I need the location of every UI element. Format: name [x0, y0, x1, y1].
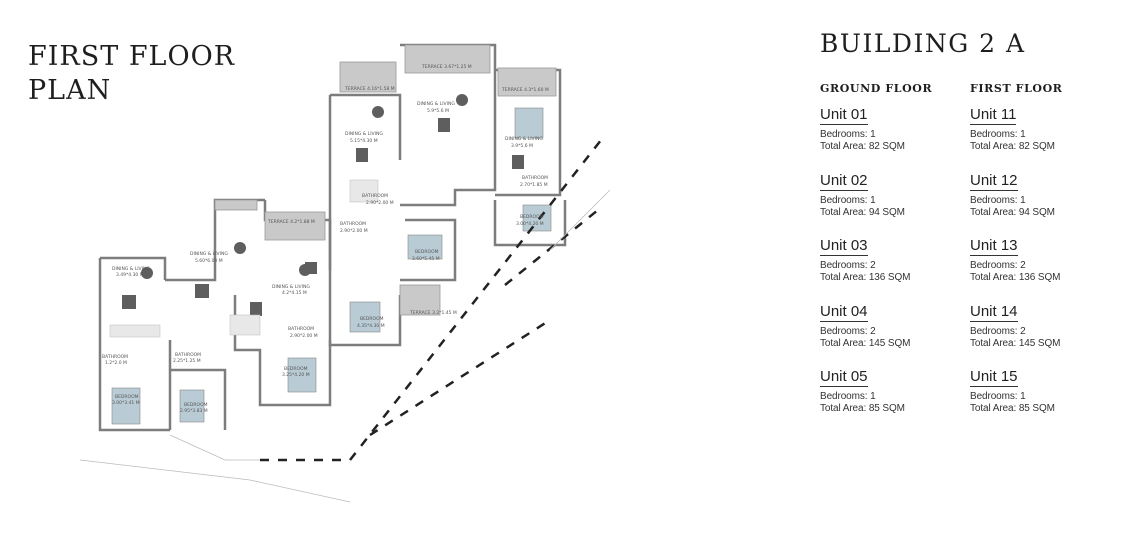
- plan-terraces: [214, 44, 557, 316]
- plan-thin-lines: [79, 189, 611, 503]
- unit-name: Unit 11: [970, 106, 1017, 125]
- plan-labels: TERRACE 4.16*1.58 M TERRACE 3.67*1.25 M …: [102, 64, 549, 414]
- room-label: BEDROOM: [415, 249, 439, 255]
- room-label: BATHROOM: [522, 175, 548, 181]
- room-label: DINING & LIVING: [272, 284, 310, 290]
- unit-card: Unit 04 Bedrooms: 2 Total Area: 145 SQM: [820, 303, 960, 369]
- room-label: BATHROOM: [102, 354, 128, 360]
- room-label: 2.90*2.00 M: [340, 228, 368, 234]
- room-label: DINING & LIVING: [190, 251, 228, 257]
- unit-name: Unit 04: [820, 302, 868, 322]
- unit-name: Unit 01: [820, 106, 868, 125]
- unit-bedrooms: Bedrooms: 2: [970, 325, 1026, 337]
- room-label: 3.60*5.45 M: [412, 256, 440, 262]
- unit-bedrooms: Bedrooms: 1: [820, 129, 876, 140]
- unit-name: Unit 13: [970, 237, 1018, 256]
- room-label: BATHROOM: [288, 326, 314, 332]
- room-label: 4.2*4.15 M: [282, 290, 307, 296]
- room-label: 5.60*6.00 M: [195, 258, 223, 264]
- room-label: TERRACE 4.16*1.58 M: [344, 86, 395, 92]
- room-label: 3.9*5.6 M: [511, 143, 533, 149]
- plan-furniture: [122, 94, 531, 316]
- room-label: DINING & LIVING: [112, 266, 150, 272]
- unit-name: Unit 14: [970, 302, 1018, 322]
- unit-card: Unit 03 Bedrooms: 2 Total Area: 136 SQM: [820, 237, 960, 303]
- room-label: 3.00*4.20 M: [516, 221, 544, 227]
- unit-name: Unit 15: [970, 368, 1018, 387]
- page-title: FIRST FLOOR PLAN: [28, 41, 236, 106]
- floor-plan-drawing: TERRACE 4.16*1.58 M TERRACE 3.67*1.25 M …: [79, 43, 611, 503]
- unit-area: Total Area: 82 SQM: [820, 141, 905, 152]
- unit-area: Total Area: 136 SQM: [820, 272, 911, 283]
- room-label: DINING & LIVING: [417, 101, 455, 107]
- room-label: BEDROOM: [115, 394, 139, 400]
- room-label: DINING & LIVING: [505, 136, 543, 142]
- plan-beds: [111, 107, 552, 425]
- room-label: BATHROOM: [175, 352, 201, 358]
- unit-area: Total Area: 82 SQM: [970, 141, 1055, 152]
- unit-bedrooms: Bedrooms: 2: [820, 325, 876, 337]
- unit-bedrooms: Bedrooms: 2: [970, 260, 1026, 271]
- unit-bedrooms: Bedrooms: 1: [970, 129, 1026, 140]
- room-label: BEDROOM: [284, 366, 308, 372]
- plan-walls: [98, 43, 567, 432]
- unit-card: Unit 01 Bedrooms: 1 Total Area: 82 SQM: [820, 106, 960, 172]
- unit-area: Total Area: 85 SQM: [820, 403, 905, 414]
- unit-card: Unit 12 Bedrooms: 1 Total Area: 94 SQM: [970, 172, 1110, 238]
- room-label: 4.35*4.30 M: [357, 323, 385, 329]
- room-label: 2.95*3.83 M: [180, 408, 208, 414]
- room-label: 3.25*4.20 M: [282, 372, 310, 378]
- room-label: TERRACE 3.2*1.45 M: [409, 310, 457, 316]
- unit-name: Unit 05: [820, 368, 868, 387]
- unit-area: Total Area: 145 SQM: [970, 337, 1061, 349]
- ground-floor-column: GROUND FLOOR Unit 01 Bedrooms: 1 Total A…: [820, 82, 960, 434]
- room-label: 2.90*2.00 M: [366, 200, 394, 206]
- unit-name: Unit 02: [820, 171, 868, 191]
- unit-area: Total Area: 94 SQM: [820, 206, 905, 218]
- column-heading: GROUND FLOOR: [820, 82, 933, 95]
- unit-bedrooms: Bedrooms: 1: [970, 194, 1026, 206]
- unit-card: Unit 15 Bedrooms: 1 Total Area: 85 SQM: [970, 368, 1110, 434]
- room-label: TERRACE 3.67*1.25 M: [421, 64, 472, 70]
- room-label: 2.70*1.85 M: [520, 182, 548, 188]
- room-label: TERRACE 4.3*1.60 M: [501, 87, 549, 93]
- unit-bedrooms: Bedrooms: 1: [820, 391, 876, 402]
- room-label: 5.15*4.30 M: [350, 138, 378, 144]
- unit-area: Total Area: 94 SQM: [970, 206, 1055, 218]
- unit-card: Unit 02 Bedrooms: 1 Total Area: 94 SQM: [820, 172, 960, 238]
- room-label: TERRACE 4.2*1.88 M: [267, 219, 315, 225]
- room-label: BEDROOM: [360, 316, 384, 322]
- room-label: BEDROOM: [184, 402, 208, 408]
- unit-bedrooms: Bedrooms: 2: [820, 260, 876, 271]
- plan-outline: [260, 134, 606, 462]
- unit-bedrooms: Bedrooms: 1: [820, 194, 876, 206]
- plan-kitchen-tiles: [109, 179, 379, 338]
- unit-card: Unit 11 Bedrooms: 1 Total Area: 82 SQM: [970, 106, 1110, 172]
- column-heading: FIRST FLOOR: [970, 82, 1063, 95]
- room-label: DINING & LIVING: [345, 131, 383, 137]
- room-label: BATHROOM: [340, 221, 366, 227]
- unit-card: Unit 05 Bedrooms: 1 Total Area: 85 SQM: [820, 368, 960, 434]
- first-floor-column: FIRST FLOOR Unit 11 Bedrooms: 1 Total Ar…: [970, 82, 1110, 434]
- building-title: BUILDING 2 A: [820, 29, 1026, 58]
- room-label: 5.9*5.6 M: [427, 108, 449, 114]
- room-label: 2.25*1.25 M: [173, 358, 201, 364]
- unit-name: Unit 03: [820, 237, 868, 256]
- unit-area: Total Area: 145 SQM: [820, 337, 911, 349]
- room-label: BEDROOM: [520, 214, 544, 220]
- room-label: 1.2*2.0 M: [105, 360, 127, 366]
- unit-area: Total Area: 136 SQM: [970, 272, 1061, 283]
- unit-bedrooms: Bedrooms: 1: [970, 391, 1026, 402]
- unit-name: Unit 12: [970, 171, 1018, 191]
- unit-card: Unit 14 Bedrooms: 2 Total Area: 145 SQM: [970, 303, 1110, 369]
- unit-card: Unit 13 Bedrooms: 2 Total Area: 136 SQM: [970, 237, 1110, 303]
- room-label: BATHROOM: [362, 193, 388, 199]
- room-label: 3.49*4.30 M: [116, 272, 144, 278]
- room-label: 3.00*3.41 M: [112, 400, 140, 406]
- unit-area: Total Area: 85 SQM: [970, 403, 1055, 414]
- room-label: 2.90*2.00 M: [290, 333, 318, 339]
